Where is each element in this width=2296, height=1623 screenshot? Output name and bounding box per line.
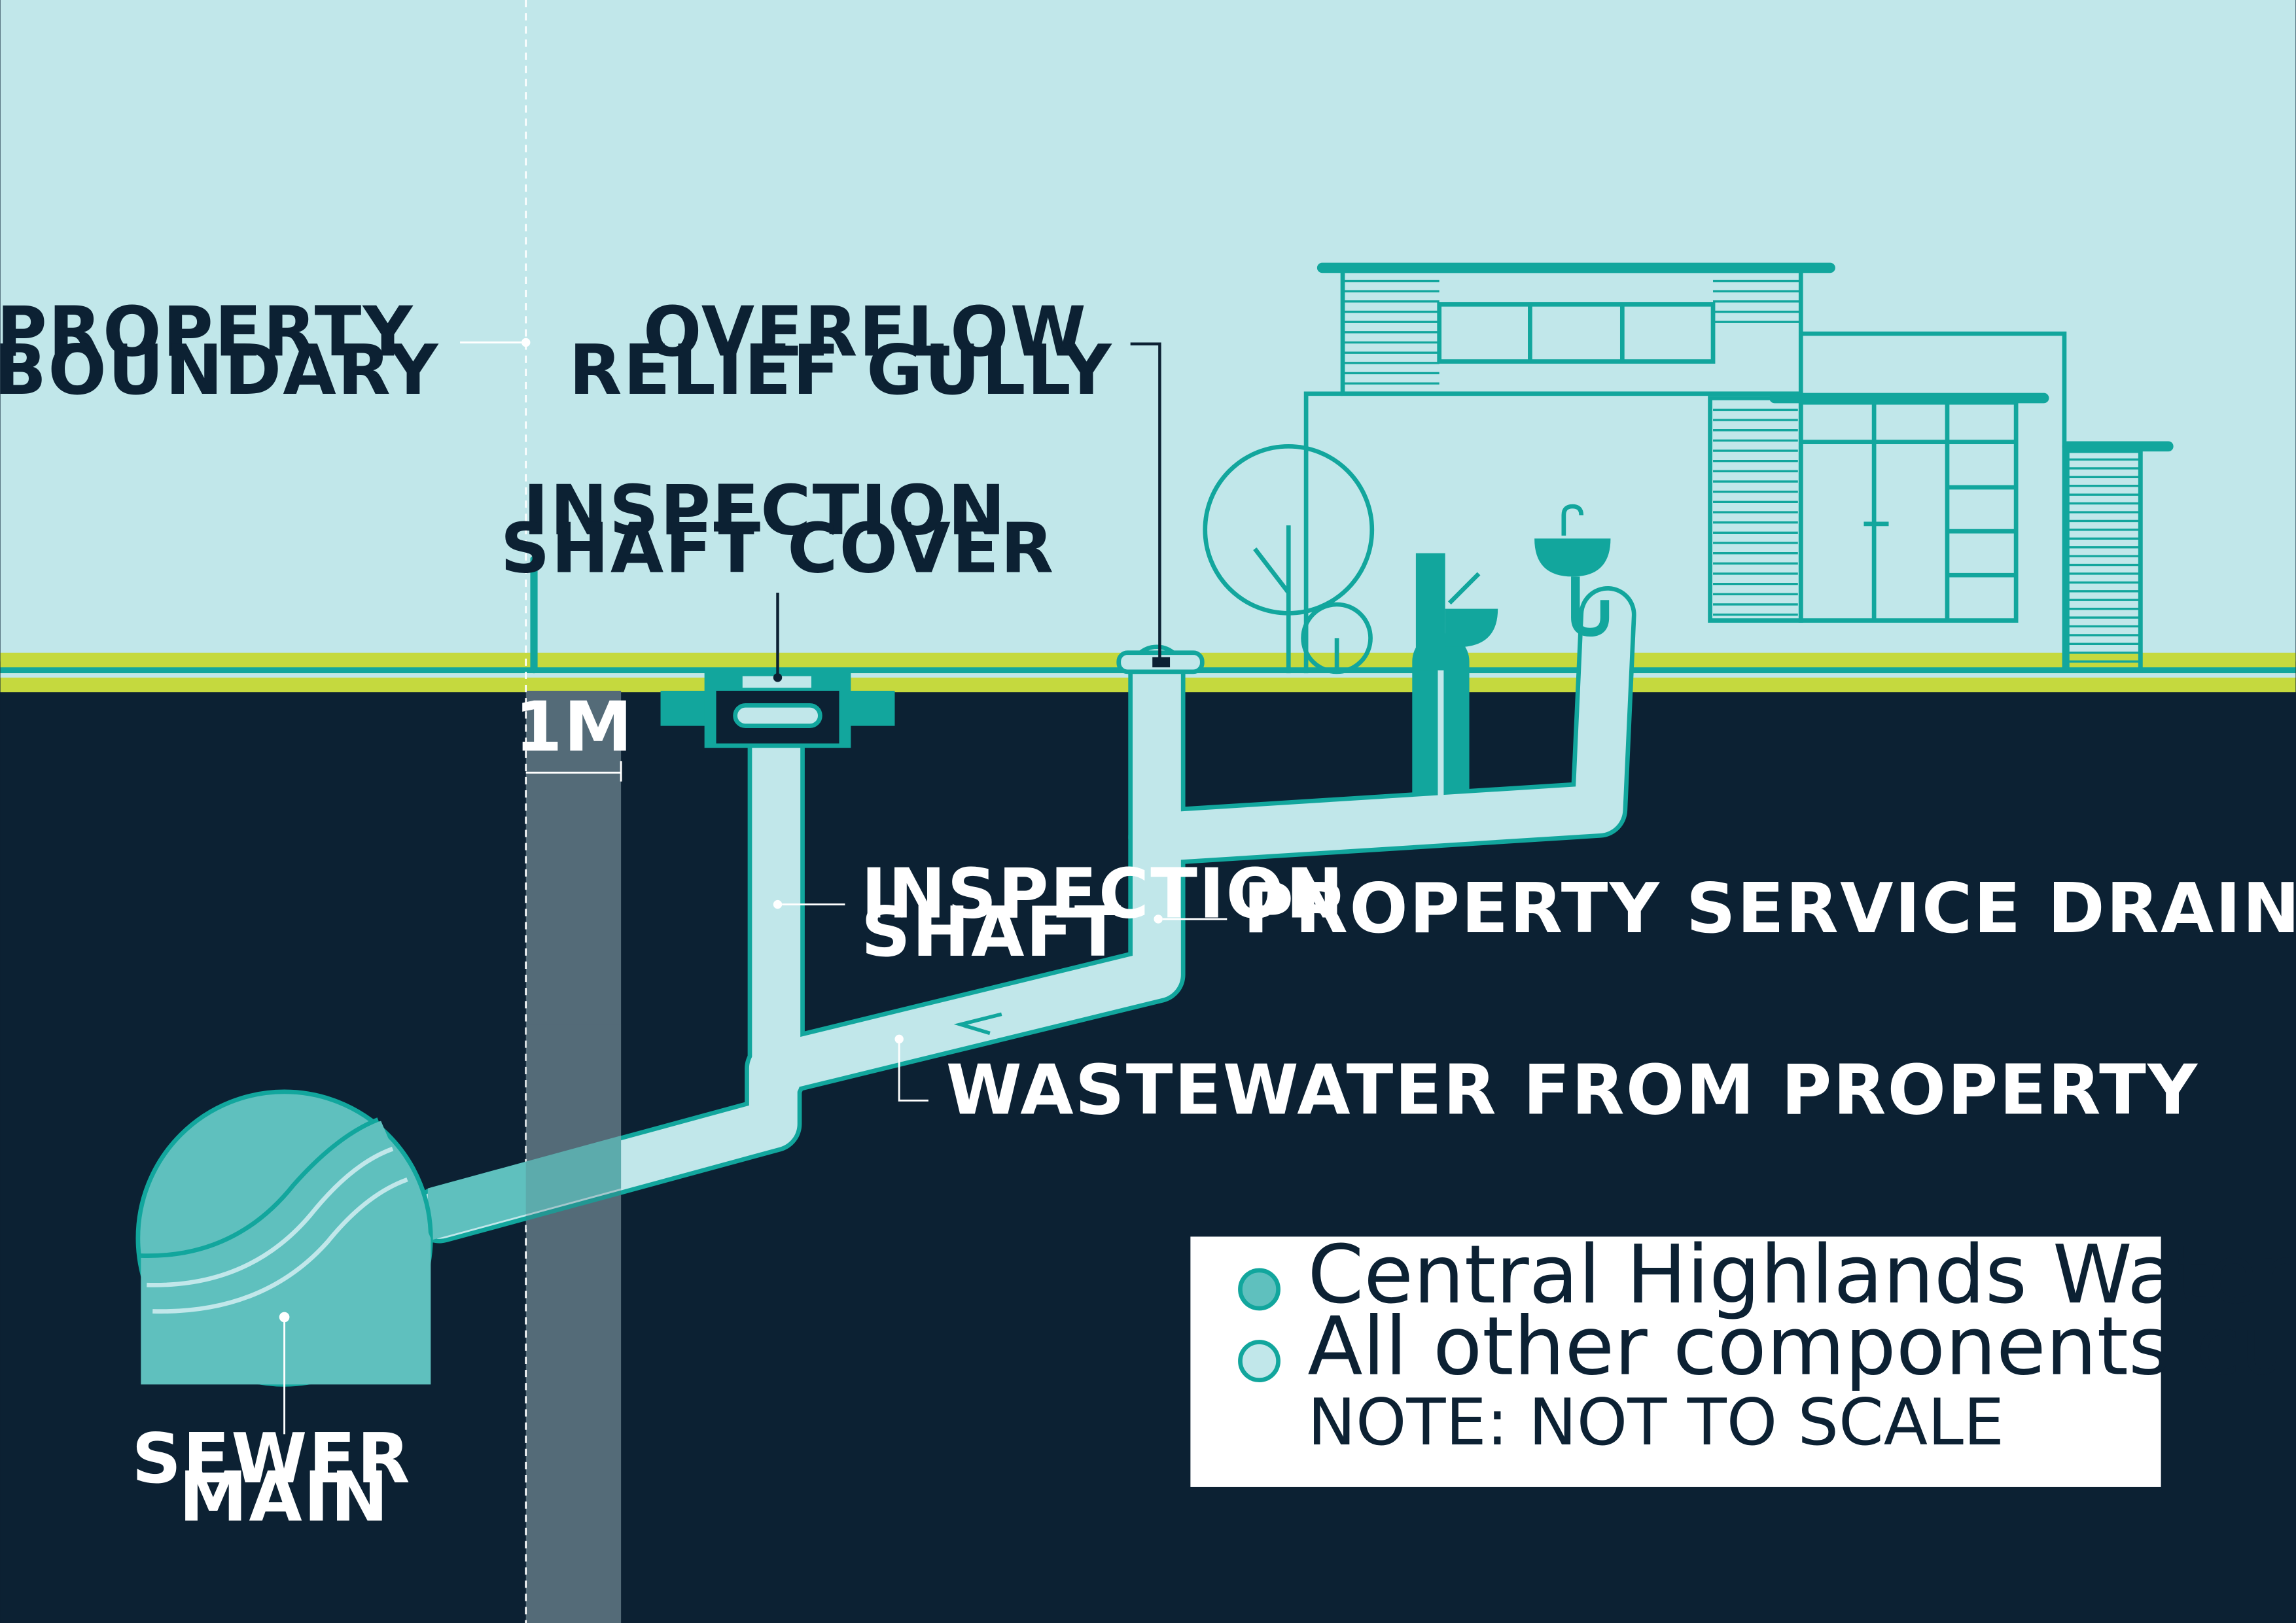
inspection-shaft-label: INSPECTION SHAFT bbox=[861, 854, 1370, 972]
property-service-drain-label: PROPERTY SERVICE DRAIN bbox=[1243, 868, 2296, 949]
property-boundary-label: PROPERTY BOUNDARY bbox=[0, 292, 440, 410]
overflow-relief-gully-label: OVERFLOW RELIEF GULLY bbox=[569, 292, 1113, 410]
legend-note: NOTE: NOT TO SCALE bbox=[1307, 1386, 2004, 1460]
legend-label-customer: All other components customer responsibi… bbox=[1307, 1300, 2296, 1394]
leader-lines bbox=[283, 338, 1227, 1435]
flow-arrow-icon bbox=[953, 1012, 1002, 1036]
sky bbox=[0, 0, 2296, 662]
house-siding bbox=[1343, 279, 2141, 663]
distance-label: 1M bbox=[514, 687, 633, 767]
legend: Central Highlands Water responsibility A… bbox=[1190, 1229, 2296, 1487]
tree-icon bbox=[1203, 444, 1375, 674]
toilet-icon bbox=[1415, 553, 1498, 671]
legend-swatch-customer bbox=[1238, 1340, 1280, 1382]
inspection-shaft-cover bbox=[660, 671, 895, 748]
sewer-main bbox=[135, 1089, 433, 1387]
basin-icon bbox=[1534, 504, 1611, 637]
inspection-shaft-cover-label: INSPECTION SHAFT COVER bbox=[501, 470, 1055, 589]
zone-overlay bbox=[525, 1024, 622, 1230]
sewer-connection-pipe bbox=[427, 1136, 622, 1242]
fence-post bbox=[530, 556, 538, 674]
sewer-main-label: SEWER MAIN bbox=[132, 1418, 436, 1537]
legend-label-chw: Central Highlands Water responsibility bbox=[1307, 1229, 2296, 1322]
wastewater-from-property-label: WASTEWATER FROM PROPERTY bbox=[946, 1049, 2199, 1130]
legend-swatch-chw bbox=[1238, 1268, 1280, 1311]
